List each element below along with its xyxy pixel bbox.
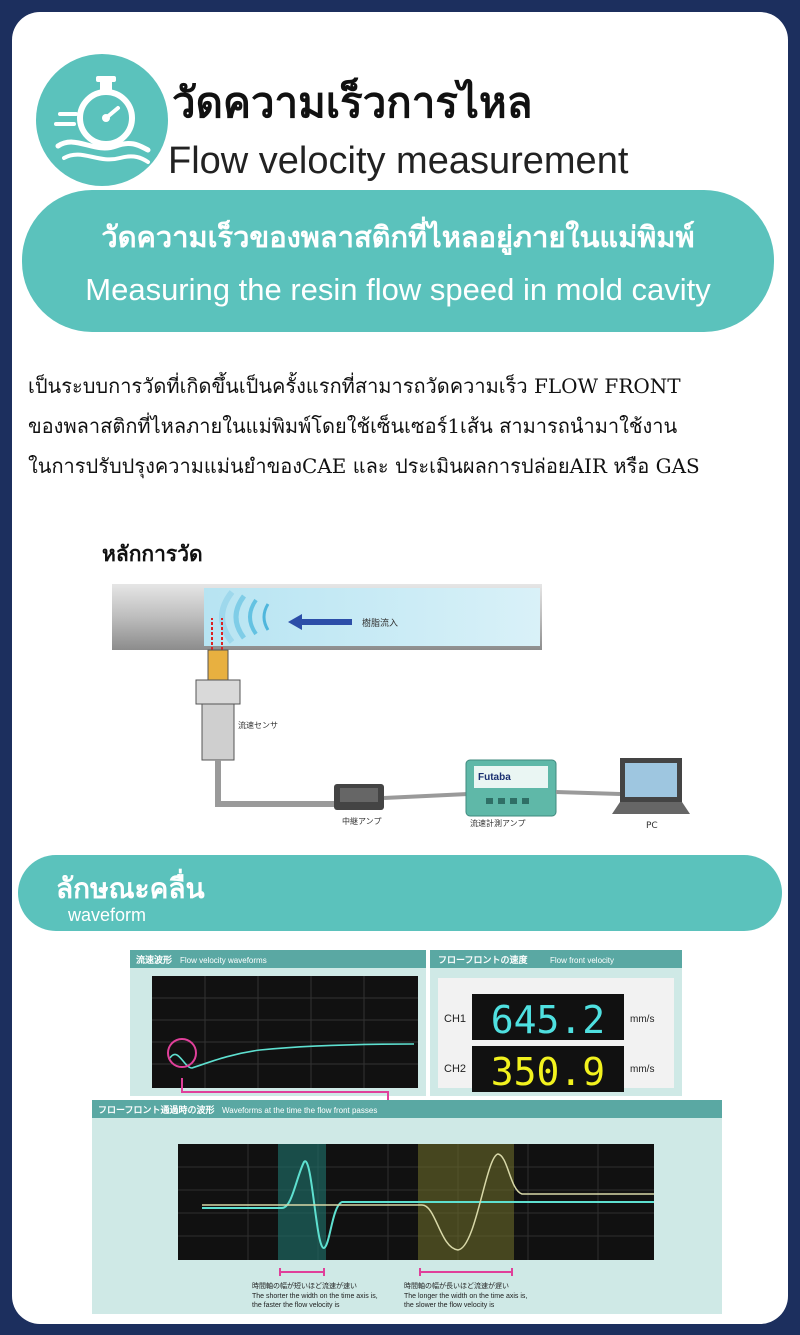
- slow-width-marker: [419, 1268, 513, 1276]
- pass-panel-title-jp: フローフロント通過時の波形: [98, 1104, 214, 1116]
- velocity-panel-title-jp: 流速波形: [136, 954, 172, 966]
- subtitle-banner: วัดความเร็วของพลาสติกที่ไหลอยู่ภายในแม่พ…: [22, 190, 774, 332]
- ch2-label: CH2: [444, 1063, 466, 1075]
- resin-flow-arrow: [288, 614, 352, 630]
- principle-label: หลักการวัด: [102, 542, 203, 566]
- fast-width-marker: [279, 1268, 325, 1276]
- amp-cable: [383, 792, 469, 800]
- fast-note-en-2: the faster the flow velocity is: [252, 1302, 340, 1309]
- waveform-banner: ลักษณะคลื่น waveform: [18, 855, 782, 931]
- fast-waveform-curve: [202, 1160, 654, 1250]
- waveform-title-english: waveform: [68, 905, 147, 925]
- flow-front-velocity-panel: フローフロントの速度 Flow front velocity CH1 645.2…: [430, 950, 682, 1096]
- front-panel-title-en: Flow front velocity: [550, 956, 614, 965]
- sensor-label: 流速センサ: [238, 720, 278, 730]
- description-paragraph: เป็นระบบการวัดที่เกิดขึ้นเป็นครั้งแรกที่…: [28, 366, 778, 486]
- ch2-value: 350.9: [491, 1050, 605, 1094]
- ch1-value: 645.2: [491, 998, 605, 1042]
- velocity-curve: [169, 1043, 415, 1069]
- slow-note-en-1: The longer the width on the time axis is…: [404, 1293, 527, 1300]
- page-title-thai: วัดความเร็วการไหล: [172, 78, 533, 127]
- pass-panel-title-en: Waveforms at the time the flow front pas…: [222, 1106, 377, 1115]
- resin-inflow-label: 樹脂流入: [362, 617, 398, 629]
- description-line: ของพลาสติกที่ไหลภายในแม่พิมพ์โดยใช้เซ็นเ…: [28, 414, 678, 438]
- waveform-title-thai: ลักษณะคลื่น: [56, 872, 205, 905]
- content-card: วัดความเร็วการไหล Flow velocity measurem…: [12, 12, 788, 1324]
- stopwatch-flow-icon: [36, 54, 168, 186]
- description-line: ในการปรับปรุงความแม่นยำของCAE และ ประเมิ…: [28, 454, 700, 478]
- velocity-gridlines: [152, 976, 418, 1088]
- flow-velocity-waveform-panel: 流速波形 Flow velocity waveforms: [130, 950, 426, 1096]
- flow-meter-label: 流速計測アンプ: [470, 818, 525, 828]
- sensor-cable: [215, 760, 337, 807]
- pc-cable: [555, 790, 621, 796]
- ch1-unit: mm/s: [630, 1014, 654, 1025]
- fast-note-en-1: The shorter the width on the time axis i…: [252, 1293, 378, 1300]
- relay-amplifier: [334, 784, 384, 810]
- pc-label: PC: [646, 821, 658, 828]
- description-line: เป็นระบบการวัดที่เกิดขึ้นเป็นครั้งแรกที่…: [28, 374, 681, 398]
- mold-pipe: [112, 584, 542, 650]
- measurement-principle-diagram: 樹脂流入 流速センサ 中継アンプ Futaba 流速計測アンプ: [112, 584, 690, 828]
- flow-front-pass-waveform-panel: フローフロント通過時の波形 Waveforms at the time the …: [92, 1100, 722, 1314]
- ch2-unit: mm/s: [630, 1064, 654, 1075]
- front-panel-title-jp: フローフロントの速度: [438, 954, 528, 966]
- pc-laptop-icon: [612, 758, 690, 814]
- slow-note-en-2: the slower the flow velocity is: [404, 1302, 495, 1309]
- fast-window-highlight: [278, 1144, 326, 1260]
- slow-note-jp: 時間軸の幅が長いほど流速が遅い: [404, 1281, 509, 1290]
- velocity-panel-title-en: Flow velocity waveforms: [180, 956, 267, 965]
- relay-amp-label: 中継アンプ: [342, 816, 381, 826]
- banner-text-english: Measuring the resin flow speed in mold c…: [85, 272, 711, 307]
- highlight-circle: [167, 1038, 197, 1068]
- page-title-english: Flow velocity measurement: [168, 140, 629, 182]
- ch1-label: CH1: [444, 1013, 466, 1025]
- meter-brand: Futaba: [478, 772, 511, 783]
- slow-waveform-curve: [202, 1153, 654, 1251]
- banner-text-thai: วัดความเร็วของพลาสติกที่ไหลอยู่ภายในแม่พ…: [101, 220, 695, 254]
- velocity-plot-area: [152, 976, 418, 1088]
- fast-note-jp: 時間軸の幅が短いほど流速が速い: [252, 1281, 357, 1290]
- flow-meter-amplifier: Futaba: [465, 759, 557, 817]
